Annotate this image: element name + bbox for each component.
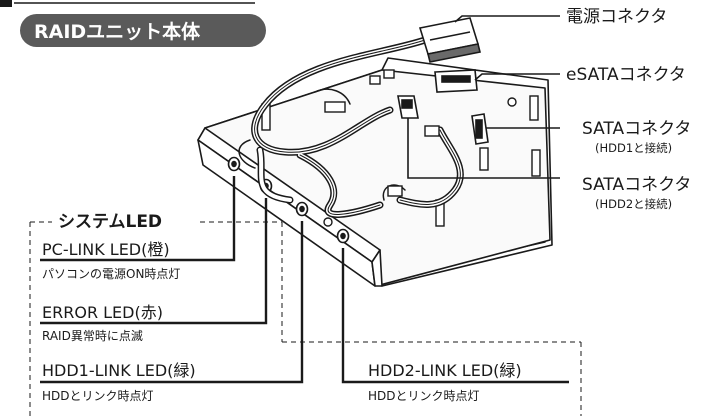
led-error-name: ERROR LED(赤) [42, 303, 163, 322]
side-slot [531, 149, 541, 177]
led-hdd2-desc: HDDとリンク時点灯 [368, 389, 480, 403]
power-connector [418, 17, 481, 63]
sata1-connector-note: (HDD1と接続) [595, 141, 672, 155]
mounting-screw [323, 217, 333, 227]
led-pc-link-desc: パソコンの電源ON時点灯 [42, 267, 180, 281]
system-led-title: システムLED [58, 212, 162, 232]
unit-title-pill: RAIDユニット本体 [20, 14, 266, 47]
leader-hdd2 [341, 248, 569, 384]
sata-connector-hdd1 [471, 113, 489, 145]
board-connector [424, 125, 440, 137]
leader-error [40, 198, 268, 325]
leader-esata [474, 73, 560, 81]
side-slot [479, 147, 489, 171]
esata-connector-label: eSATAコネクタ [566, 65, 686, 85]
power-connector-label: 電源コネクタ [566, 7, 667, 27]
side-slot [529, 95, 539, 121]
sata2-connector-note: (HDD2と接続) [595, 197, 672, 211]
raid-unit-illustration [197, 57, 553, 287]
front-panel-end [371, 249, 383, 287]
leader-hdd1 [40, 221, 304, 384]
sata2-connector-label: SATAコネクタ [582, 175, 691, 195]
cable-bundles [238, 36, 464, 218]
unit-title: RAIDユニット本体 [34, 20, 201, 43]
led-hdd1-name: HDD1-LINK LED(緑) [42, 361, 196, 380]
led-hdd2-name: HDD2-LINK LED(緑) [368, 361, 522, 380]
esata-connector [434, 69, 478, 93]
board-connector [387, 185, 403, 197]
leader-power [454, 15, 560, 23]
board-connector [383, 69, 395, 79]
leader-pc-link [40, 176, 236, 262]
led-hdd1-desc: HDDとリンク時点灯 [42, 389, 154, 403]
led-pc-link-name: PC-LINK LED(橙) [42, 240, 170, 259]
mounting-screw [507, 97, 517, 107]
header-marker [0, 0, 12, 7]
board-connector [369, 75, 381, 85]
led-error-desc: RAID異常時に点滅 [42, 329, 143, 343]
sata1-connector-label: SATAコネクタ [582, 119, 691, 139]
sata-connector-hdd2 [397, 95, 419, 119]
leader-sata2 [407, 118, 560, 179]
board-connector [324, 101, 346, 113]
